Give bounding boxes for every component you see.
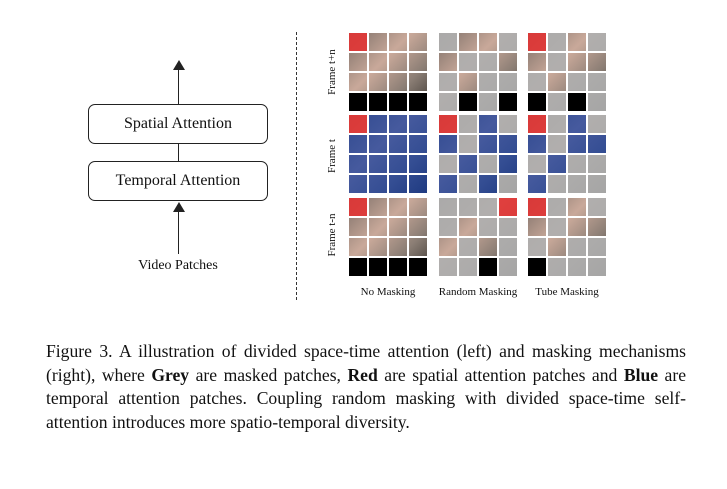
caption-red: Red <box>347 364 378 385</box>
connector-line <box>178 144 180 161</box>
dashed-divider <box>296 32 297 300</box>
grid-no-masking-middle <box>348 114 428 194</box>
caption-after-grey: are masked patches, <box>189 364 348 385</box>
grid-tube-masking-bottom <box>527 197 607 277</box>
output-arrow-line <box>178 68 180 104</box>
figure-caption: Figure 3. A illustration of divided spac… <box>46 340 686 434</box>
spatial-attention-label: Spatial Attention <box>124 115 232 132</box>
grid-random-masking-middle <box>438 114 518 194</box>
input-arrow-line <box>178 210 180 254</box>
temporal-attention-box: Temporal Attention <box>88 161 268 201</box>
column-label-random-masking: Random Masking <box>438 286 518 298</box>
grid-no-masking-top <box>348 32 428 112</box>
frame-label-middle: Frame t <box>326 139 338 173</box>
grid-random-masking-top <box>438 32 518 112</box>
grid-no-masking-bottom <box>348 197 428 277</box>
spatial-attention-box: Spatial Attention <box>88 104 268 144</box>
frame-label-top: Frame t+n <box>326 49 338 95</box>
caption-lead: Figure 3. A illustration of divided spac… <box>46 341 686 385</box>
output-arrowhead <box>173 60 185 70</box>
grid-tube-masking-middle <box>527 114 607 194</box>
caption-grey: Grey <box>151 364 190 385</box>
caption-after-red: are spatial attention patches and <box>377 364 624 385</box>
caption-blue: Blue <box>623 364 659 385</box>
column-label-tube-masking: Tube Masking <box>535 286 599 298</box>
grid-random-masking-bottom <box>438 197 518 277</box>
caption-after-blue: are temporal attention patches. Coupling… <box>46 364 687 432</box>
video-patches-label: Video Patches <box>138 258 218 273</box>
column-label-no-masking: No Masking <box>360 286 416 298</box>
figure: Spatial Attention Temporal Attention Vid… <box>88 32 607 300</box>
temporal-attention-label: Temporal Attention <box>115 172 241 189</box>
grid-tube-masking-top <box>527 32 607 112</box>
frame-label-bottom: Frame t-n <box>326 213 338 257</box>
input-arrowhead <box>173 202 185 212</box>
